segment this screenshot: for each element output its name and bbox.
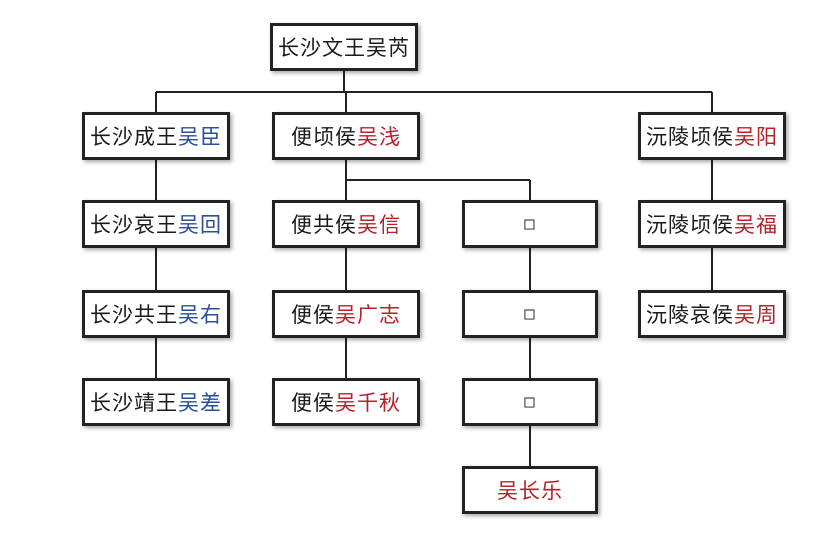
node-yuanling-3: 沅陵哀侯吴周 xyxy=(638,290,786,338)
node-name: 吴广志 xyxy=(335,303,401,327)
node-name: 吴长乐 xyxy=(497,479,563,503)
node-name: 吴周 xyxy=(734,303,778,327)
node-title: 沅陵哀侯 xyxy=(646,303,734,327)
placeholder-square: □ xyxy=(524,392,536,412)
node-title: 便侯 xyxy=(291,303,335,327)
node-changsha-4: 长沙靖王吴差 xyxy=(82,378,230,426)
node-name: 吴阳 xyxy=(734,125,778,149)
node-wu-changle: 吴长乐 xyxy=(462,466,598,514)
node-bian-2: 便共侯吴信 xyxy=(272,200,420,248)
node-name: 吴差 xyxy=(178,391,222,415)
node-yuanling-1: 沅陵顷侯吴阳 xyxy=(638,112,786,160)
node-unknown-3: □ xyxy=(462,378,598,426)
node-changsha-2: 长沙哀王吴回 xyxy=(82,200,230,248)
node-name: 吴千秋 xyxy=(335,391,401,415)
node-name: 吴浅 xyxy=(357,125,401,149)
node-root-wu-rui: 长沙文王吴芮 xyxy=(270,23,418,71)
node-title: 长沙成王 xyxy=(90,125,178,149)
node-name: 吴回 xyxy=(178,213,222,237)
node-name: 吴福 xyxy=(734,213,778,237)
node-title: 便共侯 xyxy=(291,213,357,237)
placeholder-square: □ xyxy=(524,304,536,324)
node-title: 便侯 xyxy=(291,391,335,415)
node-name: 吴芮 xyxy=(366,36,410,60)
node-bian-3: 便侯吴广志 xyxy=(272,290,420,338)
node-unknown-2: □ xyxy=(462,290,598,338)
node-unknown-1: □ xyxy=(462,200,598,248)
node-title: 长沙哀王 xyxy=(90,213,178,237)
node-bian-4: 便侯吴千秋 xyxy=(272,378,420,426)
node-changsha-3: 长沙共王吴右 xyxy=(82,290,230,338)
node-bian-1: 便顷侯吴浅 xyxy=(272,112,420,160)
node-yuanling-2: 沅陵顷侯吴福 xyxy=(638,200,786,248)
placeholder-square: □ xyxy=(524,214,536,234)
node-name: 吴信 xyxy=(357,213,401,237)
node-title: 沅陵顷侯 xyxy=(646,125,734,149)
node-title: 长沙共王 xyxy=(90,303,178,327)
node-title: 沅陵顷侯 xyxy=(646,213,734,237)
node-name: 吴右 xyxy=(178,303,222,327)
node-title: 长沙靖王 xyxy=(90,391,178,415)
node-title: 长沙文王 xyxy=(278,36,366,60)
node-name: 吴臣 xyxy=(178,125,222,149)
node-changsha-1: 长沙成王吴臣 xyxy=(82,112,230,160)
node-title: 便顷侯 xyxy=(291,125,357,149)
